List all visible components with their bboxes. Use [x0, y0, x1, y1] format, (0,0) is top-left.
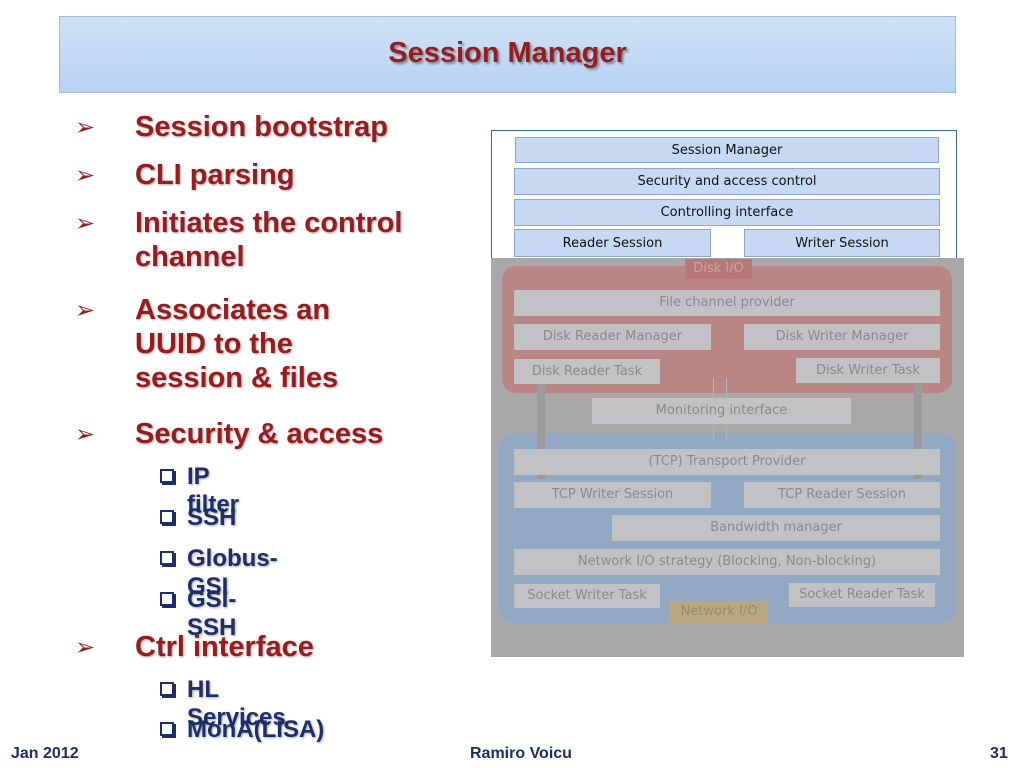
session-manager-box: Session Manager [515, 137, 939, 163]
bandwidth-manager-box: Bandwidth manager [612, 515, 940, 541]
checkbox-bullet-icon [160, 682, 176, 698]
checkbox-bullet-icon [160, 722, 176, 738]
arrow-bullet-icon: ➢ [75, 114, 96, 141]
footer-page-number: 31 [990, 745, 1008, 762]
arrow-bullet-icon: ➢ [75, 421, 96, 448]
disk-reader-task-box: Disk Reader Task [514, 359, 660, 384]
checkbox-bullet-icon [160, 510, 176, 526]
socket-writer-task-box: Socket Writer Task [514, 584, 660, 608]
socket-reader-task-box: Socket Reader Task [789, 583, 935, 607]
up-connector-right [914, 384, 922, 479]
bullet-item: Security & access [135, 418, 384, 450]
bullet-item: Ctrl interface [135, 631, 314, 663]
arrow-bullet-icon: ➢ [75, 210, 96, 237]
bullet-item: CLI parsing [135, 159, 295, 191]
bullet-item: Session bootstrap [135, 111, 388, 143]
writer-session-box: Writer Session [744, 229, 940, 257]
arrow-bullet-icon: ➢ [75, 634, 96, 661]
reader-session-box: Reader Session [514, 229, 711, 257]
slide-title: Session Manager [388, 37, 627, 69]
transport-provider-box: (TCP) Transport Provider [514, 449, 940, 475]
checkbox-bullet-icon [160, 469, 176, 485]
disk-io-label: Disk I/O [685, 259, 752, 279]
security-box: Security and access control [514, 168, 940, 195]
bullet-item: Initiates the control channel [135, 207, 403, 273]
bullet-item: Associates an UUID to the session & file… [135, 294, 339, 394]
down-connector-left [537, 384, 545, 479]
network-io-strategy-box: Network I/O strategy (Blocking, Non-bloc… [514, 549, 940, 575]
disk-reader-manager-box: Disk Reader Manager [514, 324, 711, 350]
footer-date: Jan 2012 [11, 745, 79, 762]
footer-author: Ramiro Voicu [470, 745, 572, 762]
tcp-reader-session-box: TCP Reader Session [744, 482, 940, 508]
disk-writer-manager-box: Disk Writer Manager [744, 324, 940, 350]
sub-bullet-item: GSI-SSH [187, 586, 237, 641]
arrow-bullet-icon: ➢ [75, 162, 96, 189]
checkbox-bullet-icon [160, 592, 176, 608]
monitoring-interface-box: Monitoring interface [592, 398, 851, 424]
disk-writer-task-box: Disk Writer Task [796, 358, 940, 383]
tcp-writer-session-box: TCP Writer Session [514, 482, 711, 508]
sub-bullet-item: SSH [187, 504, 237, 531]
title-bar: Session Manager [59, 16, 956, 93]
controlling-interface-box: Controlling interface [514, 199, 940, 226]
sub-bullet-item: MonA(LISA) [187, 716, 325, 743]
sub-bullet-item: Globus-GSI [187, 545, 278, 600]
file-channel-provider-box: File channel provider [514, 290, 940, 316]
sub-bullet-item: HL Services [187, 676, 286, 731]
sub-bullet-item: IP filter [187, 463, 240, 518]
checkbox-bullet-icon [160, 551, 176, 567]
network-io-label: Network I/O [670, 601, 768, 623]
arrow-bullet-icon: ➢ [75, 297, 96, 324]
